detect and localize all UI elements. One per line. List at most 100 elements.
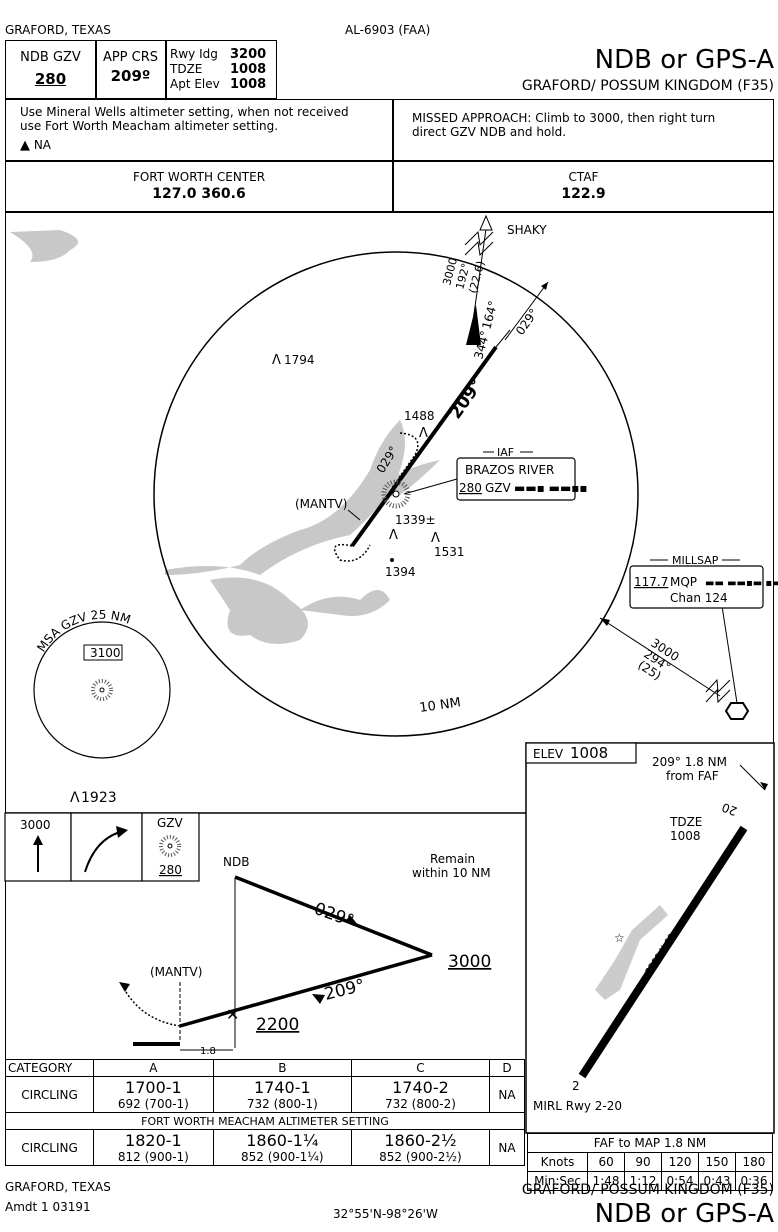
millsap-box <box>629 565 764 609</box>
lake-shape <box>370 460 440 500</box>
ndb-icon <box>381 479 411 509</box>
min-detail: 732 (800-1) <box>246 1097 318 1111</box>
inbound-arrow-head <box>312 994 325 1004</box>
rwy-20-label: 20 <box>720 800 739 818</box>
outbound-arrow-line <box>504 281 549 341</box>
iaf-box <box>456 457 576 501</box>
center-name: FORT WORTH CENTER <box>132 170 266 184</box>
millsap-freq: 117.7 <box>634 575 668 589</box>
profile-dist: 1.8 <box>200 1046 216 1057</box>
ndb-icon <box>91 679 113 701</box>
rwy-ldg-label: Rwy Idg <box>170 47 218 61</box>
profile-in-crs: 209° <box>322 976 367 1005</box>
elev-box <box>525 742 637 764</box>
inbound-leg <box>179 953 433 1028</box>
rwy-lighting: MIRL Rwy 2-20 <box>533 1099 622 1113</box>
min-detail: 852 (900-1¼) <box>241 1150 324 1164</box>
profile-out-crs: 029° <box>311 899 356 932</box>
min-value: 1740-1 <box>253 1078 311 1097</box>
min-detail: 732 (800-2) <box>384 1097 456 1111</box>
msa-alt-box <box>83 644 123 661</box>
elev-value: 1008 <box>570 744 608 762</box>
knots-label: Knots <box>526 1152 589 1172</box>
center-freq: 127.0 360.6 <box>152 186 246 202</box>
min-detail: 852 (900-2½) <box>379 1150 462 1164</box>
footer-location: GRAFORD, TEXAS <box>5 1180 111 1194</box>
millsap-chan: Chan 124 <box>670 591 728 605</box>
ndb-profile-label: NDB <box>223 855 249 869</box>
tdze-label: TDZE <box>170 62 203 76</box>
ten-nm-ring <box>153 251 639 737</box>
remain-line2: within 10 NM <box>412 866 491 880</box>
millsap-name: MILLSAP <box>672 554 719 567</box>
min-value: 1820-1 <box>125 1131 182 1150</box>
zigzag-icon <box>464 230 494 257</box>
morse-mqp: ▬▬ ▬▬▪▬ ▪▬▬▪ <box>705 578 778 589</box>
iaf-freq: 280 <box>459 481 482 495</box>
time-value: 0:36 <box>734 1171 774 1191</box>
time-value: 0:54 <box>661 1171 699 1191</box>
profile-alt-2200: 2200 <box>256 1015 299 1035</box>
gzv-label: GZV <box>157 816 184 830</box>
millsap-route <box>599 617 721 697</box>
mantv-leader <box>347 509 361 521</box>
knots-value: 60 <box>587 1152 626 1172</box>
obstacle-icon: Ʌ <box>431 531 440 546</box>
obstacle-icon: Ʌ <box>272 353 281 368</box>
runway <box>578 825 748 1079</box>
profile-mantv: (MANTV) <box>150 965 202 979</box>
missed-arc <box>121 984 181 1027</box>
millsap-ident: MQP <box>670 575 697 589</box>
min-cell: NA <box>488 1076 526 1113</box>
row-label: CIRCLING <box>5 1129 94 1166</box>
millsap-leader <box>721 605 738 704</box>
chart-id: AL-6903 (FAA) <box>345 23 431 37</box>
beacon-icon: ☆ <box>614 931 625 945</box>
rwy-ldg-value: 3200 <box>230 47 267 62</box>
obstacle-1394: 1394 <box>385 565 416 579</box>
ring-label: 10 NM <box>418 695 461 716</box>
lake-shape <box>10 230 78 262</box>
obstacle-icon: Ʌ <box>419 426 428 441</box>
msa-alt: 3100 <box>90 646 121 660</box>
mantv-label: (MANTV) <box>295 497 347 511</box>
app-crs-label: APP CRS <box>102 50 159 65</box>
footer-title: NDB or GPS-A <box>594 1199 774 1229</box>
climb-alt: 3000 <box>20 818 51 832</box>
chart-title: NDB or GPS-A <box>594 45 774 75</box>
obstacle-1488: 1488 <box>404 409 435 423</box>
final-course <box>350 345 498 548</box>
lake-shape <box>300 590 390 616</box>
time-value: 1:12 <box>624 1171 663 1191</box>
ctaf-name: CTAF <box>568 170 599 184</box>
shaky-icon <box>479 214 493 231</box>
rwy-labels: Rwy Idg TDZE Apt Elev <box>170 47 220 92</box>
ndb-freq: 280 <box>34 70 67 88</box>
minimums-header: B <box>212 1059 352 1077</box>
knots-value: 90 <box>624 1152 663 1172</box>
min-detail: 692 (700-1) <box>117 1097 189 1111</box>
turn-arrow-head <box>116 826 128 838</box>
altimeter-note: Use Mineral Wells altimeter setting, whe… <box>20 105 349 133</box>
obstacle-1923: 1923 <box>81 790 117 806</box>
divider <box>5 211 774 213</box>
footer-coords: 32°55'N-98°26'W <box>333 1207 438 1221</box>
missed-arc-head <box>119 982 130 992</box>
missed-approach: MISSED APPROACH: Climb to 3000, then rig… <box>412 111 716 139</box>
obstacle-icon: Ʌ <box>389 528 398 543</box>
iaf-ident: GZV <box>485 481 512 495</box>
knots-value: 150 <box>698 1152 736 1172</box>
altimeter-setting-row: FORT WORTH MEACHAM ALTIMETER SETTING <box>5 1112 525 1130</box>
faf-note-line1: 209° 1.8 NM <box>652 755 727 769</box>
outbound-leg <box>234 875 433 957</box>
min-value: 1700-1 <box>125 1078 182 1097</box>
outbound-arrow-head <box>541 282 548 290</box>
footer-airport: GRAFORD/ POSSUM KINGDOM (F35) <box>521 1182 774 1198</box>
alternate-na-icon: ▲ <box>20 138 30 153</box>
